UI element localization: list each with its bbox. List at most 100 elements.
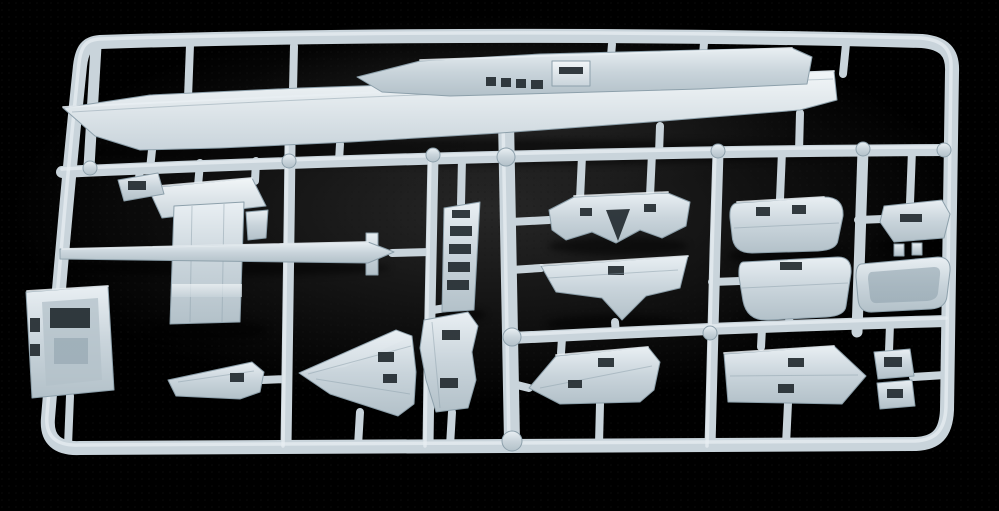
bow-deck-slot: [378, 352, 394, 362]
vertical-runner: [704, 146, 724, 452]
nub: [839, 40, 850, 78]
runner-joints: [82, 141, 952, 452]
side-deck-slot: [442, 330, 460, 340]
joint-ball: [501, 430, 523, 452]
joint-ball: [855, 141, 871, 157]
yardarm-highlight: [61, 241, 369, 250]
side-tab-shape: [245, 209, 269, 241]
funnel-slot: [447, 280, 469, 290]
deck-slot: [559, 67, 583, 74]
nub: [457, 154, 466, 208]
stern-deck-highlight: [723, 345, 835, 354]
corner-platform-tab: [893, 243, 905, 257]
nub: [708, 277, 744, 286]
joint-ball: [502, 327, 522, 347]
vertical-runner: [851, 144, 869, 338]
yardarm-part: [59, 232, 395, 276]
stern-deck-section-part: [723, 345, 867, 405]
lower-platform-panel-line: [741, 282, 849, 289]
column-band: [172, 284, 242, 297]
funnel-shape: [441, 201, 481, 313]
fore-deck-panel-line: [539, 365, 653, 389]
bridge-deck-notch: [606, 209, 630, 241]
nub: [757, 324, 766, 351]
nub: [595, 400, 604, 448]
shadow: [147, 320, 267, 340]
mid-runner: [56, 144, 952, 178]
bridge-deck-highlight: [573, 191, 669, 197]
deck-hatch-slot: [486, 77, 496, 86]
side-deck-panel-line: [431, 321, 441, 409]
nub: [909, 371, 949, 381]
bridge-deck-slot: [580, 208, 592, 216]
column-panel-line: [189, 205, 193, 323]
bow-deck-sheen: [299, 330, 412, 373]
fore-deck-section-part: [528, 346, 661, 405]
nub: [611, 318, 620, 338]
fore-deck-highlight: [555, 346, 649, 356]
joint-ball: [702, 325, 718, 341]
highlight: [60, 145, 948, 171]
bow-deck-panel-line: [315, 378, 411, 395]
joint-ball: [496, 147, 516, 167]
deckhouse-recess: [54, 338, 88, 364]
side-tab-part: [245, 209, 269, 241]
platform-highlight: [147, 177, 253, 188]
bridge-deck-upper-part: [548, 191, 691, 244]
joint-ball: [710, 143, 726, 159]
deckhouse-notch: [30, 318, 40, 332]
boat-interior-recess: [868, 267, 941, 304]
vertical-runner: [280, 140, 296, 452]
bow-deck-panel-line: [307, 345, 412, 375]
nub: [557, 334, 566, 357]
wedge-shape: [167, 361, 265, 400]
column-shape: [169, 201, 245, 325]
fore-wedge-part: [167, 361, 265, 400]
highlight: [510, 316, 948, 337]
platform-deck-shape: [729, 196, 844, 254]
lower-bridge-highlight: [540, 255, 689, 266]
nub: [289, 42, 298, 94]
nub: [184, 41, 194, 102]
bracket-slot: [128, 181, 146, 190]
funnel-slot: [452, 210, 470, 218]
stern-deck-slot: [788, 358, 804, 367]
deckhouse-recess: [50, 308, 90, 328]
platform-deck-panel-line: [733, 222, 840, 229]
lower-platform-slot: [780, 262, 802, 270]
highlight: [281, 144, 289, 448]
small-fittings-part: [873, 348, 916, 410]
funnel-slot: [449, 244, 471, 254]
small-bracket-part: [117, 172, 165, 202]
joint-ball: [82, 160, 98, 176]
nub: [354, 408, 364, 450]
nub: [776, 147, 786, 203]
nub: [576, 152, 586, 203]
highlight: [45, 31, 953, 447]
nub: [388, 248, 435, 257]
nub: [646, 149, 656, 200]
bridge-deck-slot: [644, 204, 656, 212]
nub: [446, 408, 456, 450]
deck-edge-highlight: [419, 47, 793, 61]
ships-boat-part: [855, 256, 951, 313]
lower-platform-part: [738, 256, 852, 321]
wedge-slot: [230, 373, 244, 382]
main-deck-part: [356, 47, 813, 97]
joint-ball: [425, 147, 441, 163]
lower-platform-shape: [738, 256, 852, 321]
bridge-deck-lower-part: [540, 255, 689, 321]
corner-platform-slot: [900, 214, 922, 222]
joint-ball: [936, 142, 952, 158]
deckhouse-block-part: [25, 285, 115, 399]
joint-ball: [281, 153, 297, 169]
highlight: [423, 155, 432, 448]
fitting-slot: [887, 389, 903, 398]
nub: [782, 399, 792, 449]
nub: [795, 109, 804, 156]
platform-deck-slot: [756, 207, 770, 216]
fore-deck-slot: [598, 358, 614, 367]
deck-hatch-slot: [501, 78, 511, 87]
